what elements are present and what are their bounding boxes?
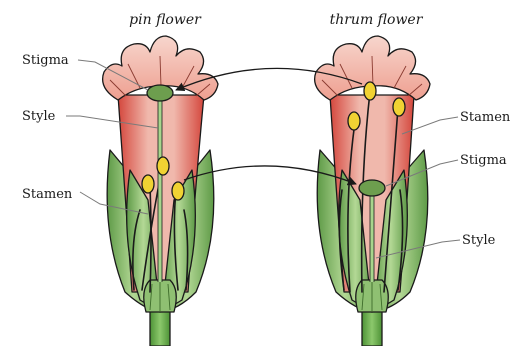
thrum-stigma	[359, 180, 385, 196]
pin-anther	[157, 157, 169, 175]
pin-anther	[142, 175, 154, 193]
label-pin-stigma: Stigma	[22, 53, 69, 68]
pin-flower-title: pin flower	[129, 12, 202, 28]
pin-stigma	[147, 85, 173, 101]
thrum-flower	[315, 36, 430, 346]
thrum-anther	[348, 112, 360, 130]
label-thrum-stamen: Stamen	[460, 110, 511, 125]
pin-flower	[103, 36, 218, 346]
pin-anther	[172, 182, 184, 200]
label-pin-style: Style	[22, 109, 56, 124]
thrum-flower-title: thrum flower	[330, 12, 424, 28]
label-pin-stamen: Stamen	[22, 187, 73, 202]
label-thrum-stigma: Stigma	[460, 153, 507, 168]
label-thrum-style: Style	[462, 233, 496, 248]
thrum-anther	[364, 82, 376, 100]
thrum-anther	[393, 98, 405, 116]
